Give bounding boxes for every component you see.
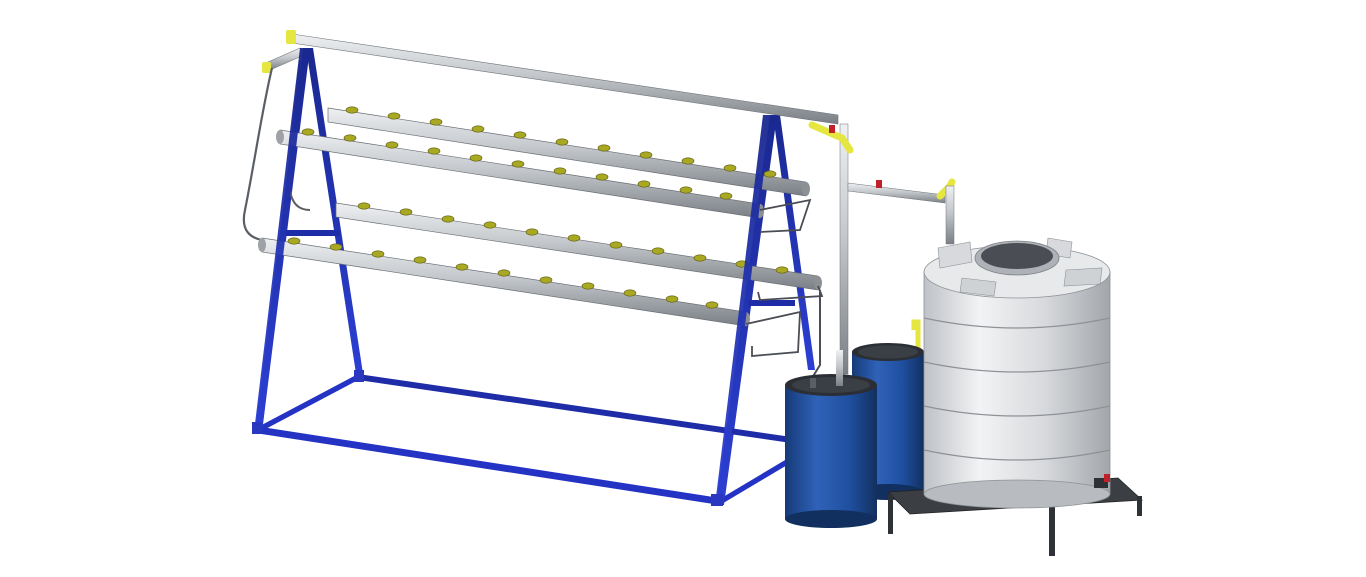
feed-hose (242, 67, 274, 242)
frame-base-rail-back (358, 374, 812, 446)
pipe-fitting-yellow (262, 62, 271, 73)
drain-bracket (759, 198, 812, 233)
valve-handle-red (876, 180, 882, 188)
net-cups-row-4 (287, 237, 719, 309)
barrel-back (852, 343, 924, 500)
water-storage-tank (923, 237, 1111, 509)
frame-base-rail-front (255, 426, 720, 505)
frame-leg-right-back (773, 115, 815, 370)
tank-outlet (1094, 478, 1108, 488)
a-frame-front-legs (252, 48, 771, 506)
frame-leg-left-back (306, 48, 364, 380)
pipe-fitting-yellow (286, 30, 296, 44)
net-cups-row-2 (301, 128, 733, 200)
pipe-elbow-yellow (911, 319, 921, 360)
blue-barrels (785, 343, 924, 528)
return-pipe (811, 290, 821, 379)
valve-handle-red (1104, 474, 1110, 482)
frame-brace-right (748, 300, 795, 306)
frame-base-rail-left (256, 374, 360, 433)
tank-opening (981, 243, 1053, 269)
barrel-front (785, 350, 877, 528)
net-cups-row-1 (345, 106, 777, 178)
drain-bracket (745, 310, 801, 357)
supply-plumbing (808, 121, 956, 375)
channel-4 (258, 237, 750, 327)
valve-handle-red (829, 125, 835, 133)
tank-ribs (923, 317, 1111, 461)
frame-brace-left (281, 230, 340, 236)
pipe-elbow-yellow (808, 121, 854, 154)
